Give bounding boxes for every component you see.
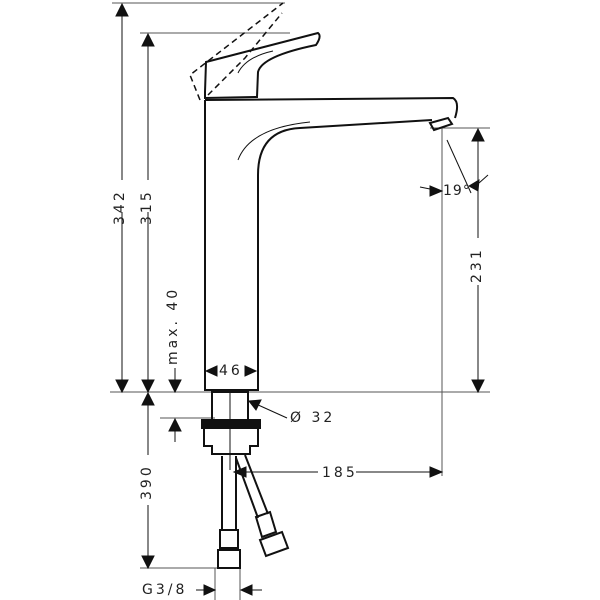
dim-g38 — [196, 584, 262, 596]
dim-label-max40: max. 40 — [165, 286, 181, 365]
dim-label-g38: G3/8 — [142, 582, 188, 598]
dim-d32 — [248, 399, 288, 419]
dim-19deg — [419, 139, 489, 197]
dim-max40 — [168, 368, 182, 442]
dim-label-d32: Ø 32 — [290, 410, 336, 426]
dim-46 — [204, 365, 258, 377]
lever-dashed-position — [189, 2, 284, 101]
dim-label-342: 342 — [112, 189, 128, 225]
dim-390 — [141, 391, 155, 570]
faucet-body — [204, 31, 459, 391]
dim-315 — [141, 32, 155, 394]
dim-342 — [115, 2, 129, 394]
supply-hoses — [217, 454, 290, 569]
shank — [201, 391, 261, 470]
dim-label-185: 185 — [322, 465, 358, 481]
dim-label-231: 231 — [469, 247, 485, 283]
dim-label-315: 315 — [139, 189, 155, 225]
dim-label-46: 46 — [219, 363, 243, 379]
dim-label-390: 390 — [139, 464, 155, 500]
dim-label-19deg: 19° — [443, 183, 471, 199]
